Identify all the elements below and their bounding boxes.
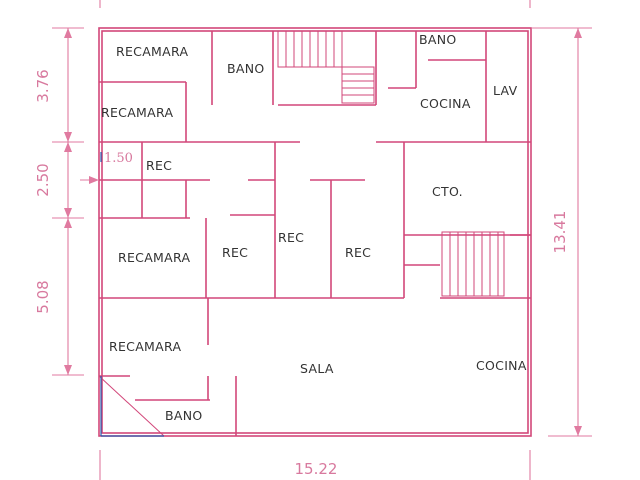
room-label-cocina-2: COCINA <box>476 358 527 373</box>
dimension-left-mid: 2.50 <box>34 163 52 196</box>
room-label-recamara-3: RECAMARA <box>118 250 190 265</box>
dimension-inner: 1.50 <box>104 151 133 166</box>
room-label-cto: CTO. <box>432 184 463 199</box>
room-label-rec-4: REC <box>345 245 371 260</box>
room-label-rec-1: REC <box>146 158 172 173</box>
room-label-cocina-1: COCINA <box>420 96 471 111</box>
room-label-lav: LAV <box>493 83 518 98</box>
dimension-left-bottom: 5.08 <box>34 280 52 313</box>
room-label-recamara-1: RECAMARA <box>116 44 188 59</box>
right-dimension <box>532 27 592 437</box>
interior-walls <box>98 31 531 437</box>
dimension-bottom: 15.22 <box>295 460 338 478</box>
bottom-dimension <box>99 450 531 480</box>
room-label-recamara-2: RECAMARA <box>101 105 173 120</box>
left-dimension <box>52 27 99 376</box>
room-label-rec-3: REC <box>278 230 304 245</box>
dimension-left-top: 3.76 <box>34 69 52 102</box>
dimension-right: 13.41 <box>551 211 569 254</box>
stairs-top <box>277 30 375 104</box>
room-label-bano-3: BANO <box>165 408 203 423</box>
room-label-recamara-4: RECAMARA <box>109 339 181 354</box>
stairs-bottom <box>441 231 505 297</box>
room-label-bano-1: BANO <box>227 61 265 76</box>
room-label-bano-2: BANO <box>419 32 457 47</box>
room-label-sala: SALA <box>300 361 334 376</box>
room-label-rec-2: REC <box>222 245 248 260</box>
